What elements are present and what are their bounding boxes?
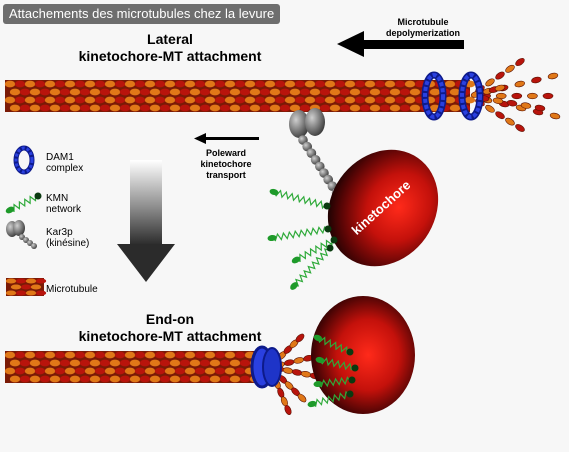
- legend-kmn-line1: KMN: [46, 193, 69, 204]
- dam1-ring-endon: [250, 345, 282, 389]
- depolymerization-label-line2: depolymerization: [385, 28, 460, 38]
- lateral-microtubule: [4, 80, 476, 112]
- lateral-heading: Lateral kinetochore-MT attachment: [50, 31, 290, 65]
- legend-kar3p-icon: [6, 220, 37, 249]
- legend-dam1-line2: complex: [46, 163, 84, 174]
- legend-kmn-icon: [5, 192, 42, 214]
- kmn-network-icon: [267, 188, 338, 290]
- lateral-heading-line1: Lateral: [147, 31, 193, 47]
- endon-heading-line1: End-on: [145, 311, 195, 327]
- lateral-microtubule-splayed-end: [470, 58, 561, 132]
- legend-dam1-icon: [13, 145, 35, 175]
- legend-kar3p-line2: (kinésine): [46, 238, 90, 249]
- legend-kmn-line2: network: [46, 204, 82, 215]
- kinetochore-endon: [311, 296, 415, 414]
- poleward-label-line3: transport: [206, 170, 246, 180]
- depolymerization-arrow-icon: [337, 31, 464, 57]
- legend-microtubule-text: Microtubule: [46, 284, 98, 295]
- kinetochore-lateral: [327, 149, 439, 267]
- endon-heading: End-on kinetochore-MT attachment: [50, 311, 290, 345]
- figure-title: Attachements des microtubules chez la le…: [3, 4, 281, 24]
- depolymerization-label: Microtubule depolymerization: [368, 17, 478, 39]
- lateral-heading-line2: kinetochore-MT attachment: [78, 48, 262, 64]
- poleward-label-line2: kinetochore: [200, 159, 252, 169]
- legend-kar3p-text: Kar3p (kinésine): [46, 227, 89, 249]
- microtubule-legend-icon: [5, 278, 47, 296]
- depolymerization-label-line1: Microtubule: [397, 17, 449, 27]
- legend-kmn-text: KMN network: [46, 193, 81, 215]
- kar3p-kinesin-icon: [289, 108, 342, 198]
- transition-arrow-icon: [117, 160, 175, 282]
- poleward-arrow-icon: [194, 133, 259, 144]
- poleward-label-line1: Poleward: [205, 148, 246, 158]
- endon-microtubule: [4, 351, 266, 383]
- legend-kar3p-line1: Kar3p: [46, 227, 73, 238]
- dam1-ring-icon: [421, 71, 484, 121]
- kmn-network-endon: [307, 334, 359, 408]
- legend-dam1-line1: DAM1: [46, 152, 74, 163]
- legend-dam1-text: DAM1 complex: [46, 152, 83, 174]
- legend-microtubule-line1: Microtubule: [46, 284, 98, 295]
- endon-heading-line2: kinetochore-MT attachment: [78, 328, 262, 344]
- poleward-label: Poleward kinetochore transport: [186, 148, 266, 181]
